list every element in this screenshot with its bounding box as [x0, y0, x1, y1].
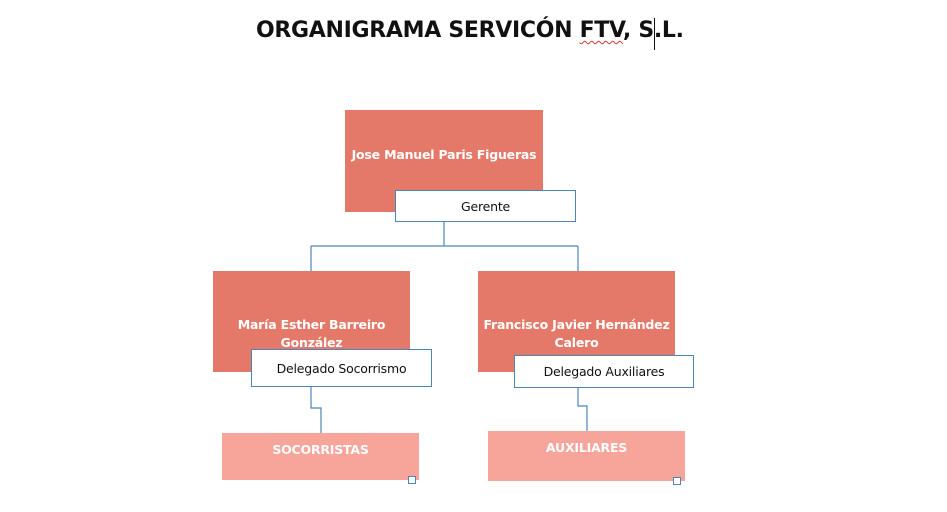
resize-handle-left[interactable] [408, 476, 416, 484]
delegate-left-role: Delegado Socorrismo [276, 360, 407, 376]
team-right-label: AUXILIARES [545, 440, 628, 455]
team-left-label: SOCORRISTAS [272, 442, 369, 457]
title-spellcheck-flagged[interactable]: FTV [579, 18, 624, 43]
delegate-left-name-line2: González [280, 334, 343, 350]
team-node-left[interactable]: SOCORRISTAS [222, 433, 419, 480]
role-box-delegate-left[interactable]: Delegado Socorrismo [251, 349, 432, 387]
title-main: ORGANIGRAMA SERVICÓN [256, 18, 580, 43]
resize-handle-right[interactable] [673, 477, 681, 485]
connector-right-to-team [577, 387, 588, 431]
text-cursor [654, 18, 655, 50]
root-role: Gerente [460, 198, 511, 214]
document-title[interactable]: ORGANIGRAMA SERVICÓN FTV, S.L. [256, 18, 684, 52]
delegate-right-name-line1: Francisco Javier Hernández [483, 316, 670, 332]
role-box-root[interactable]: Gerente [395, 190, 576, 222]
root-name: Jose Manuel Paris Figueras [351, 147, 537, 162]
delegate-right-name-line2: Calero [554, 334, 599, 350]
connector-left-to-team [310, 386, 322, 433]
delegate-left-name-line1: María Esther Barreiro [237, 316, 386, 332]
team-node-right[interactable]: AUXILIARES [488, 431, 685, 481]
role-box-delegate-right[interactable]: Delegado Auxiliares [514, 355, 694, 388]
title-suffix: , S.L. [622, 18, 684, 43]
delegate-right-role: Delegado Auxiliares [543, 364, 665, 379]
